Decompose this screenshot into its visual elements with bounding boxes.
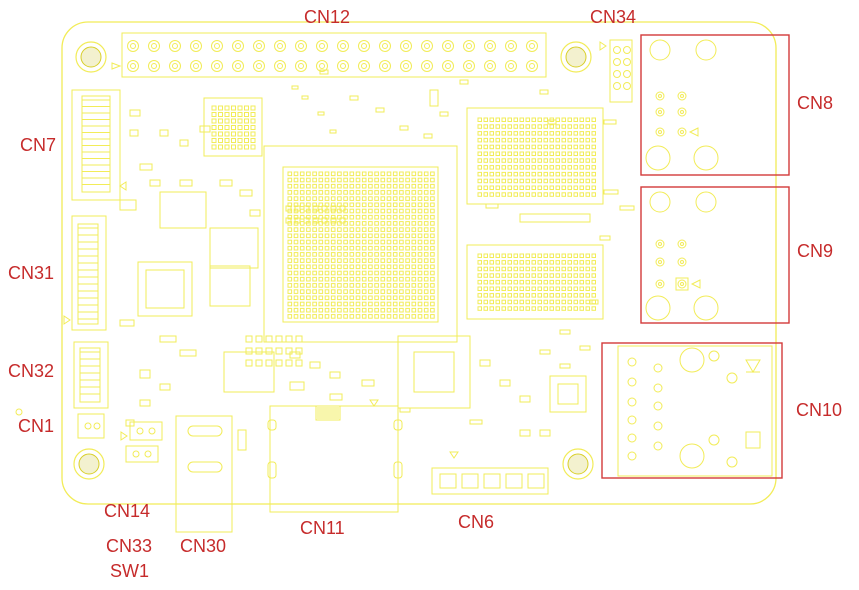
- cn1-connector: [15, 408, 105, 439]
- cn8-connector: [645, 39, 719, 171]
- cn12-pin-header: [111, 32, 547, 78]
- ram-chip-top: [466, 107, 604, 205]
- label-cn12: CN12: [304, 7, 351, 27]
- label-cn30: CN30: [180, 536, 227, 556]
- cn11-connector: [267, 399, 403, 513]
- cn10-connector: [617, 345, 773, 477]
- label-cn14: CN14: [104, 501, 151, 521]
- label-cn1: CN1: [18, 416, 55, 436]
- cn6-connector: [431, 451, 549, 495]
- ram-chip-bottom: [466, 244, 604, 320]
- cn32-connector: [73, 341, 109, 409]
- label-cn34: CN34: [590, 7, 637, 27]
- cn34-header: [599, 39, 633, 103]
- mounting-holes: [73, 41, 594, 480]
- passive-components: [119, 69, 635, 437]
- label-sw1: SW1: [110, 561, 150, 581]
- cn9-connector: [645, 191, 719, 321]
- label-cn8: CN8: [797, 93, 834, 113]
- label-cn10: CN10: [796, 400, 843, 420]
- board-outline: [61, 21, 777, 505]
- label-cn32: CN32: [8, 361, 55, 381]
- cn10-outline-box: [601, 342, 783, 479]
- cn8-outline-box: [640, 34, 790, 176]
- label-cn6: CN6: [458, 512, 495, 532]
- soc-bga: [263, 145, 458, 343]
- label-cn33: CN33: [106, 536, 153, 556]
- cn30-connector: [175, 415, 247, 533]
- cn31-connector: [63, 215, 107, 331]
- small-ics: [137, 97, 587, 413]
- cn7-connector: [71, 89, 127, 201]
- label-cn11: CN11: [300, 518, 345, 538]
- cn14-cn33-sw1-cluster: [120, 421, 163, 463]
- cn9-outline-box: [640, 186, 790, 324]
- label-cn9: CN9: [797, 241, 834, 261]
- label-cn7: CN7: [20, 135, 57, 155]
- label-cn31: CN31: [8, 263, 55, 283]
